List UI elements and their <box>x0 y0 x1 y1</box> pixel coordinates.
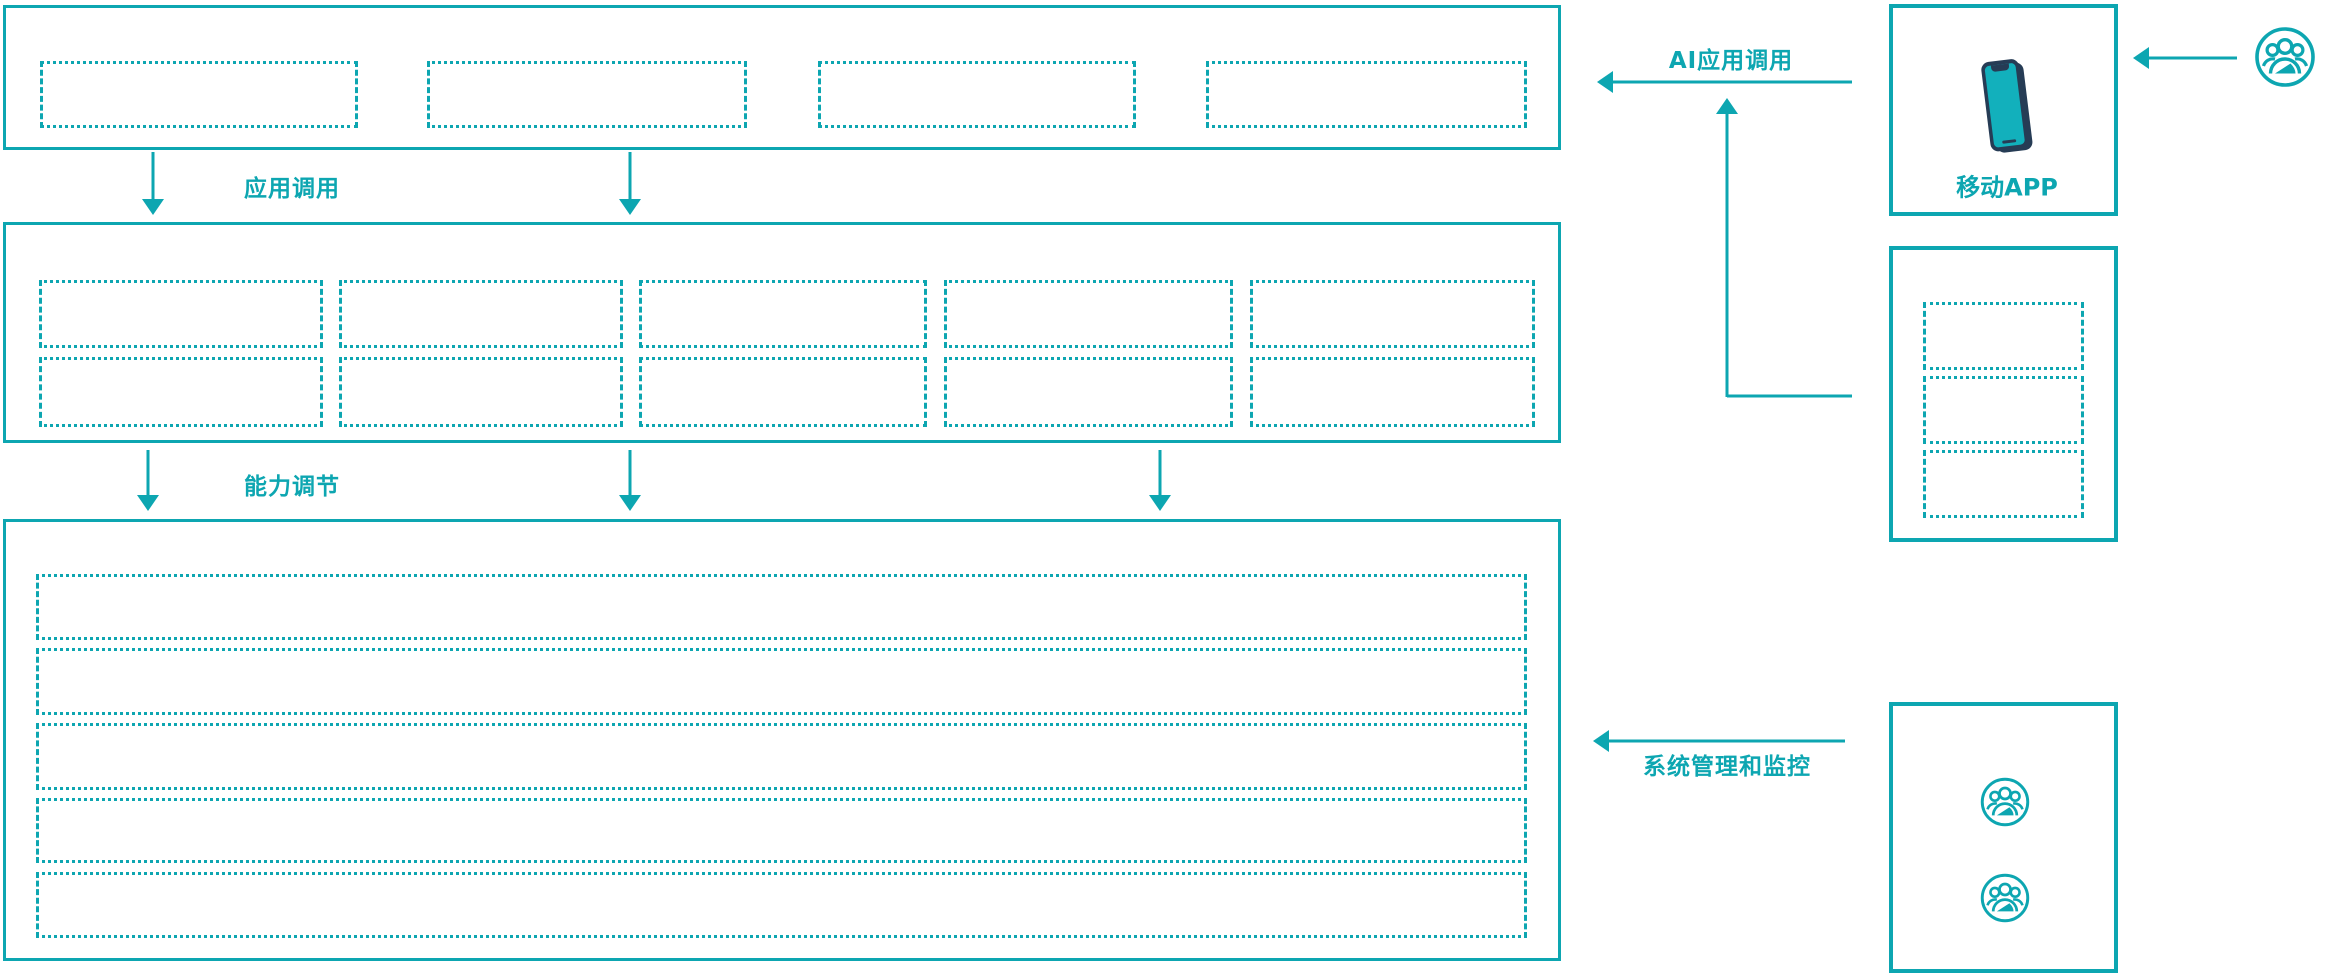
placeholder-box <box>339 280 623 348</box>
mobile-app-panel: 移动APP <box>1889 4 2118 216</box>
placeholder-box <box>39 357 323 427</box>
capability-adjust-label: 能力调节 <box>244 474 340 500</box>
user-group-icon <box>1979 872 2031 924</box>
placeholder-box <box>339 357 623 427</box>
admin-panel <box>1889 702 2118 973</box>
end-user-icon <box>2253 25 2317 89</box>
placeholder-box <box>818 61 1136 128</box>
mobile-app-label: 移动APP <box>1956 173 2058 202</box>
arrow-capability-3 <box>1149 450 1171 511</box>
placeholder-box <box>1206 61 1527 128</box>
app-call-label: 应用调用 <box>244 176 340 202</box>
placeholder-box <box>427 61 747 128</box>
connector-integration-up <box>1716 98 1852 398</box>
placeholder-box <box>1250 357 1535 427</box>
placeholder-row <box>36 723 1527 790</box>
arrow-user-to-app <box>2133 47 2237 69</box>
placeholder-box <box>944 357 1233 427</box>
system-management-label: 系统管理和监控 <box>1643 754 1811 780</box>
arrow-app-call-left <box>142 152 164 215</box>
placeholder-box <box>944 280 1233 348</box>
placeholder-row <box>36 648 1527 715</box>
ai-app-call-label: AI应用调用 <box>1668 48 1794 74</box>
placeholder-box <box>39 280 323 348</box>
placeholder-box <box>639 280 927 348</box>
top-application-band <box>3 5 1561 150</box>
placeholder-box <box>1923 376 2084 444</box>
bottom-resource-band <box>3 519 1561 961</box>
placeholder-row <box>36 798 1527 863</box>
integration-panel <box>1889 246 2118 542</box>
placeholder-box <box>1923 302 2084 370</box>
smartphone-icon <box>1972 52 2042 162</box>
placeholder-box <box>1923 450 2084 518</box>
arrow-capability-1 <box>137 450 159 511</box>
middle-capability-band <box>3 222 1561 443</box>
arrow-capability-2 <box>619 450 641 511</box>
arrow-app-call-right <box>619 152 641 215</box>
placeholder-row <box>36 574 1527 640</box>
placeholder-row <box>36 872 1527 938</box>
placeholder-box <box>639 357 927 427</box>
placeholder-box <box>40 61 358 128</box>
placeholder-box <box>1250 280 1535 348</box>
user-group-icon <box>1979 776 2031 828</box>
